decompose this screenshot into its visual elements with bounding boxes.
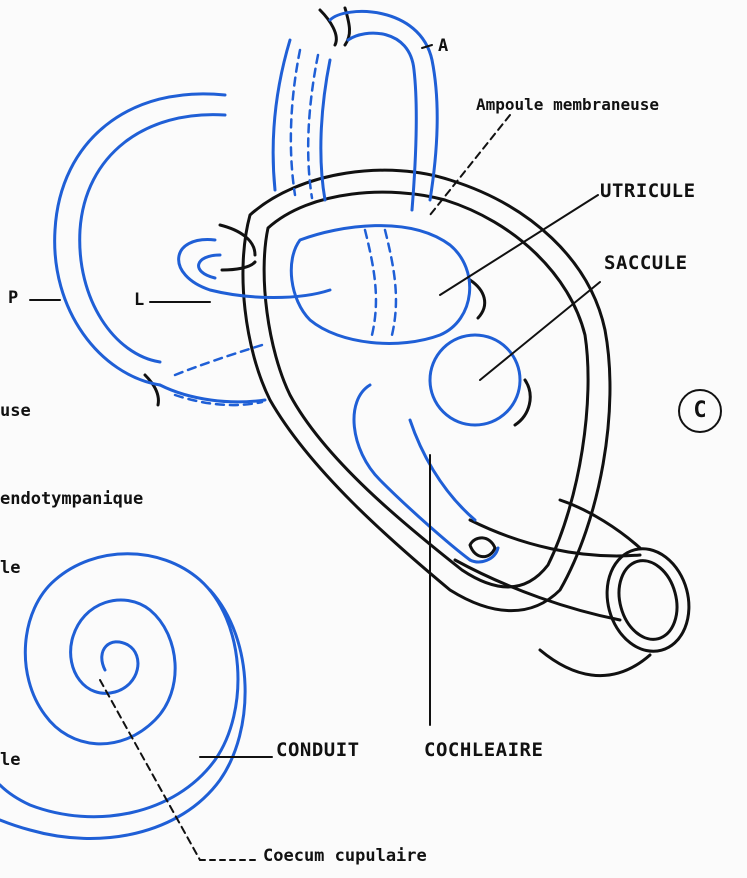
lateral-canal-stub-2 [222,262,255,270]
posterior-canal-stub [145,375,158,405]
label-p: P [8,290,18,307]
label-cochleaire: COCHLEAIRE [424,741,543,760]
vestibule-inner-wall [264,192,588,587]
lateral-semicircular-duct-inner [199,255,220,278]
superior-semicircular-duct-inner [348,33,416,210]
label-partial-le-top: le [0,560,20,577]
utricle-dashed-b [385,230,396,335]
cochlear-bony-canal [470,520,640,556]
common-crus-left [273,40,290,190]
cochlear-duct-limb-inner [410,420,475,520]
label-partial-le-bottom: le [0,752,20,769]
label-partial-endotympanique: endotympanique [0,491,143,508]
posterior-lower-segment [160,385,265,402]
saccule-recess [515,380,530,425]
superior-canal-stub-left [320,10,336,45]
bony-tube-top [560,500,640,548]
bony-tube-end [596,539,700,660]
label-coecum-cupulaire: Coecum cupulaire [263,848,427,865]
label-ampoule-membraneuse: Ampoule membraneuse [476,97,659,113]
leader-utricule [440,195,598,295]
label-l: L [134,292,144,309]
spiral-lamina [470,538,495,557]
label-partial-use: use [0,403,31,420]
posterior-dashed-upper [175,345,262,375]
label-saccule: SACCULE [604,254,688,273]
cochlear-duct-limb [354,385,470,560]
lateral-canal-stub [220,225,255,255]
cochlear-spiral [0,554,238,817]
label-conduit: CONDUIT [276,741,360,760]
leader-coecum [100,680,200,860]
label-a: A [438,38,448,55]
cochlear-spiral-outer [0,590,245,838]
label-utricule: UTRICULE [600,182,696,201]
saccule-body [430,335,520,425]
bony-tube-end-inner [611,554,686,646]
utricle-recess [470,280,485,318]
common-crus-dashed-right [308,55,318,198]
common-crus-dashed-left [291,50,300,195]
vestibule-outer-wall [243,170,610,610]
utricle-dashed-a [365,230,376,335]
label-c-circled: C [678,389,722,433]
common-crus-right [321,60,330,200]
utricle-body [291,226,469,344]
bony-tube-bottom [540,650,650,676]
cochlear-bony-canal-lower [455,560,620,620]
leader-saccule [480,282,600,380]
